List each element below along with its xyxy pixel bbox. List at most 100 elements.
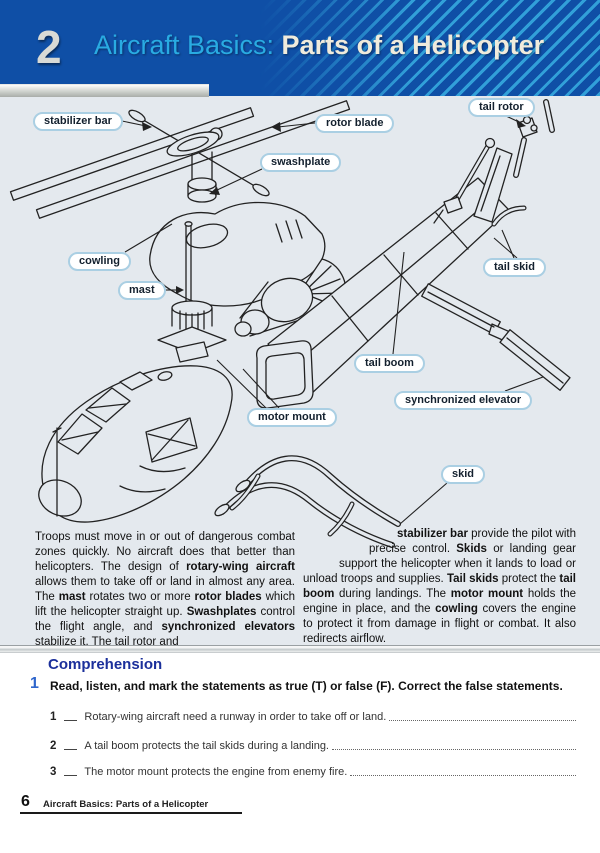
leader-stabilizer-bar <box>121 120 147 127</box>
windshield-1 <box>57 413 103 455</box>
label-rotor-blade: rotor blade <box>315 114 395 133</box>
motor-mount-top <box>171 300 213 316</box>
windshield-2 <box>85 387 131 423</box>
statement-row-1: 1 Rotary-wing aircraft need a runway in … <box>50 710 576 723</box>
page-header: 2 Aircraft Basics: Parts of a Helicopter <box>0 0 600 96</box>
roof-vent <box>157 371 173 381</box>
windshield-2-line <box>88 403 127 409</box>
correction-dotted-line <box>350 775 576 776</box>
reading-left-column: Troops must move in or out of dangerous … <box>35 531 296 648</box>
elevator-midlines <box>427 291 564 384</box>
answer-blank <box>64 765 78 776</box>
wrap-spacer-2 <box>303 542 369 557</box>
label-swashplate: swashplate <box>260 153 342 172</box>
tail-skid-hook-inner <box>492 206 526 226</box>
leader-motor-mount <box>216 359 280 409</box>
skid-tip-rear <box>235 479 251 493</box>
wrap-spacer-3 <box>303 557 339 572</box>
statement-text: Rotary-wing aircraft need a runway in or… <box>84 711 387 723</box>
reading-right-text: stabilizer bar provide the pilot with pr… <box>303 528 576 645</box>
label-skid: skid <box>441 465 486 484</box>
antenna <box>52 427 62 517</box>
answer-blank <box>64 710 78 721</box>
label-stabilizer-bar: stabilizer bar <box>33 112 123 131</box>
comprehension-title: Comprehension <box>48 656 163 673</box>
tail-rotor-blade-lower-inner <box>514 138 526 177</box>
roof-panel <box>119 371 153 391</box>
engine-nub <box>234 321 252 337</box>
stabilizer-bar-rod <box>139 117 259 189</box>
swashplate-ring <box>187 177 217 191</box>
arrow-swashplate <box>209 187 220 195</box>
swashplate-base <box>187 189 217 203</box>
statement-number: 1 <box>50 711 57 723</box>
arrow-tail-rotor <box>516 119 526 128</box>
driveshaft-coupling <box>443 196 463 214</box>
statement-text: The motor mount protects the engine from… <box>84 766 348 778</box>
arrow-rotor-blade <box>271 122 281 132</box>
leader-tail-boom <box>392 251 405 355</box>
page-number: 6 <box>21 793 30 810</box>
exercise-instruction: Read, listen, and mark the statements as… <box>50 679 563 693</box>
helicopter-exploded-diagram <box>9 99 571 548</box>
tail-rotor-blade-upper-inner <box>544 100 554 132</box>
door-lines <box>119 465 186 493</box>
wrap-spacer-1 <box>303 527 397 542</box>
label-synchronized-elevator: synchronized elevator <box>394 391 533 410</box>
skid-crosstube-1-inner <box>230 474 260 510</box>
cabin-nose <box>38 479 82 517</box>
statement-number: 2 <box>50 740 57 752</box>
statement-text: A tail boom protects the tail skids duri… <box>84 740 329 752</box>
rotor-hub-plate-inner <box>177 136 209 152</box>
skid-crosstube-2-inner <box>328 502 354 536</box>
page-title-main: Parts of a Helicopter <box>281 30 545 60</box>
stabilizer-paddle-left <box>128 109 146 123</box>
rotor-blade-1-shape <box>35 100 351 219</box>
diagonal-stripes-decoration <box>260 0 600 96</box>
header-accent-bar <box>0 84 209 97</box>
leader-synchronized-elevator <box>504 376 544 392</box>
comprehension-section <box>0 653 600 853</box>
driveshaft-ball <box>484 137 496 149</box>
side-window-cross <box>147 419 196 461</box>
skid-runner-rear-inner <box>241 456 400 526</box>
windshield-1-line <box>61 431 99 441</box>
leader-swashplate <box>214 168 263 192</box>
exercise-number: 1 <box>30 675 39 692</box>
motor-mount-side <box>171 307 213 333</box>
driveshaft-tail <box>433 209 444 224</box>
tail-rotor-hub-bolt2 <box>530 124 538 132</box>
label-tail-boom: tail boom <box>354 354 425 373</box>
helicopter-diagram-panel: stabilizer bar rotor blade tail rotor sw… <box>0 96 600 648</box>
stabilizer-paddle-right <box>252 183 270 197</box>
label-tail-skid: tail skid <box>483 258 546 277</box>
leader-skid <box>399 482 448 525</box>
section-divider-bar <box>0 645 600 654</box>
correction-dotted-line <box>332 749 576 750</box>
vertical-fin-line <box>480 155 501 212</box>
footer-rule <box>20 812 242 814</box>
answer-blank <box>64 739 78 750</box>
label-tail-rotor: tail rotor <box>468 98 535 117</box>
swashplate-cylinder <box>191 151 213 185</box>
leader-tail-skid <box>493 229 518 259</box>
statement-number: 3 <box>50 766 57 778</box>
correction-dotted-line <box>389 720 576 721</box>
arrow-stabilizer-bar <box>142 122 152 131</box>
label-cowling: cowling <box>68 252 131 271</box>
leader-rotor-blade <box>277 122 316 128</box>
cowling-vents <box>275 219 303 243</box>
statement-row-3: 3 The motor mount protects the engine fr… <box>50 765 576 778</box>
label-mast: mast <box>118 281 166 300</box>
arrow-mast <box>176 286 184 294</box>
unit-number: 2 <box>36 21 62 73</box>
page-title-prefix: Aircraft Basics: <box>94 30 282 60</box>
tail-boom-mouth-inner <box>265 352 306 400</box>
mast-top <box>184 221 193 227</box>
reading-right-column: stabilizer bar provide the pilot with pr… <box>303 527 576 647</box>
tail-rotor-hub-bolt1 <box>522 115 532 125</box>
page-title: Aircraft Basics: Parts of a Helicopter <box>94 30 544 61</box>
mast-rod <box>185 223 192 303</box>
engine-body <box>260 277 314 323</box>
